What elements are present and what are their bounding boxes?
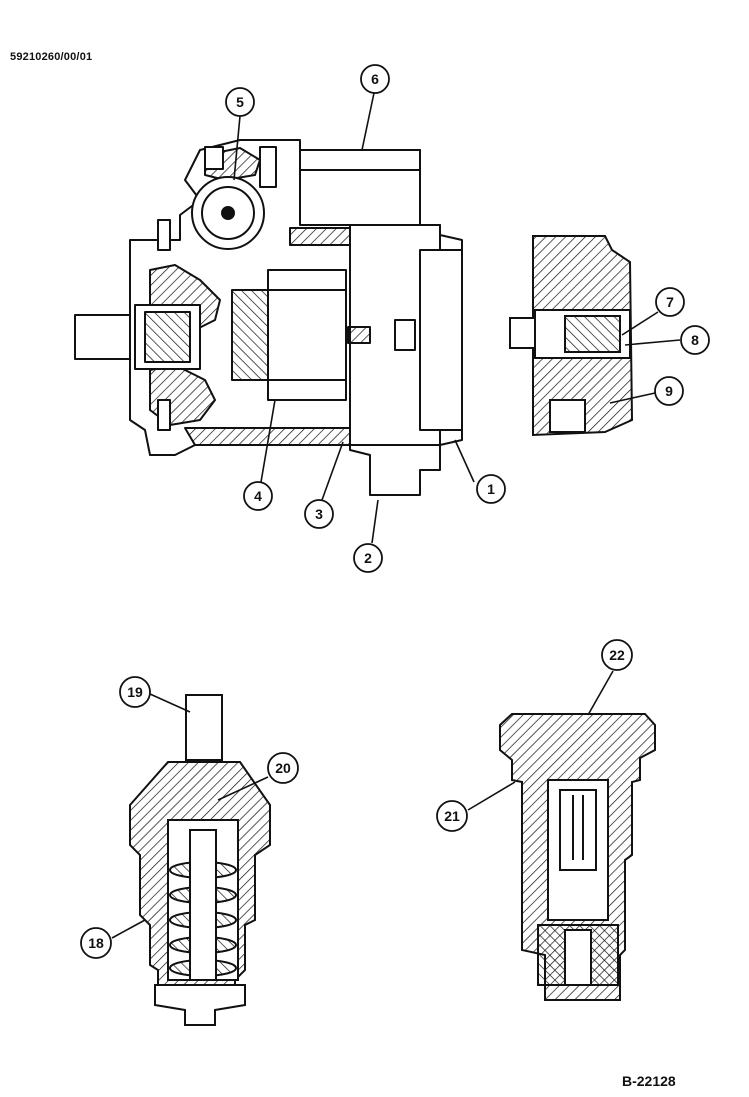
svg-text:5: 5 [236,94,244,110]
svg-text:22: 22 [609,647,625,663]
document-number: 59210260/00/01 [10,51,93,63]
leader-lines [111,92,681,939]
check-valve-cartridge [499,713,656,1001]
figure-number: B-22128 [622,1073,676,1089]
callout-18: 18 [80,927,112,959]
svg-text:18: 18 [88,935,104,951]
callout-9: 9 [654,376,684,406]
svg-text:4: 4 [254,488,262,504]
callout-1: 1 [476,474,506,504]
svg-text:3: 3 [315,506,323,522]
callout-21: 21 [436,800,468,832]
svg-text:9: 9 [665,383,673,399]
callout-22: 22 [601,639,633,671]
callout-2: 2 [353,543,383,573]
callout-19: 19 [119,676,151,708]
callout-3: 3 [304,499,334,529]
svg-text:19: 19 [127,684,143,700]
svg-text:20: 20 [275,760,291,776]
callout-6: 6 [360,64,390,94]
svg-text:8: 8 [691,332,699,348]
svg-text:1: 1 [487,481,495,497]
svg-text:7: 7 [666,294,674,310]
relief-valve-cartridge [129,694,271,1026]
main-pump-assembly [74,139,463,496]
valve-section-detail [509,235,634,437]
svg-text:21: 21 [444,808,460,824]
callout-20: 20 [267,752,299,784]
svg-text:6: 6 [371,71,379,87]
callout-4: 4 [243,481,273,511]
callout-5: 5 [225,87,255,117]
callout-8: 8 [680,325,710,355]
callout-7: 7 [655,287,685,317]
svg-text:2: 2 [364,550,372,566]
